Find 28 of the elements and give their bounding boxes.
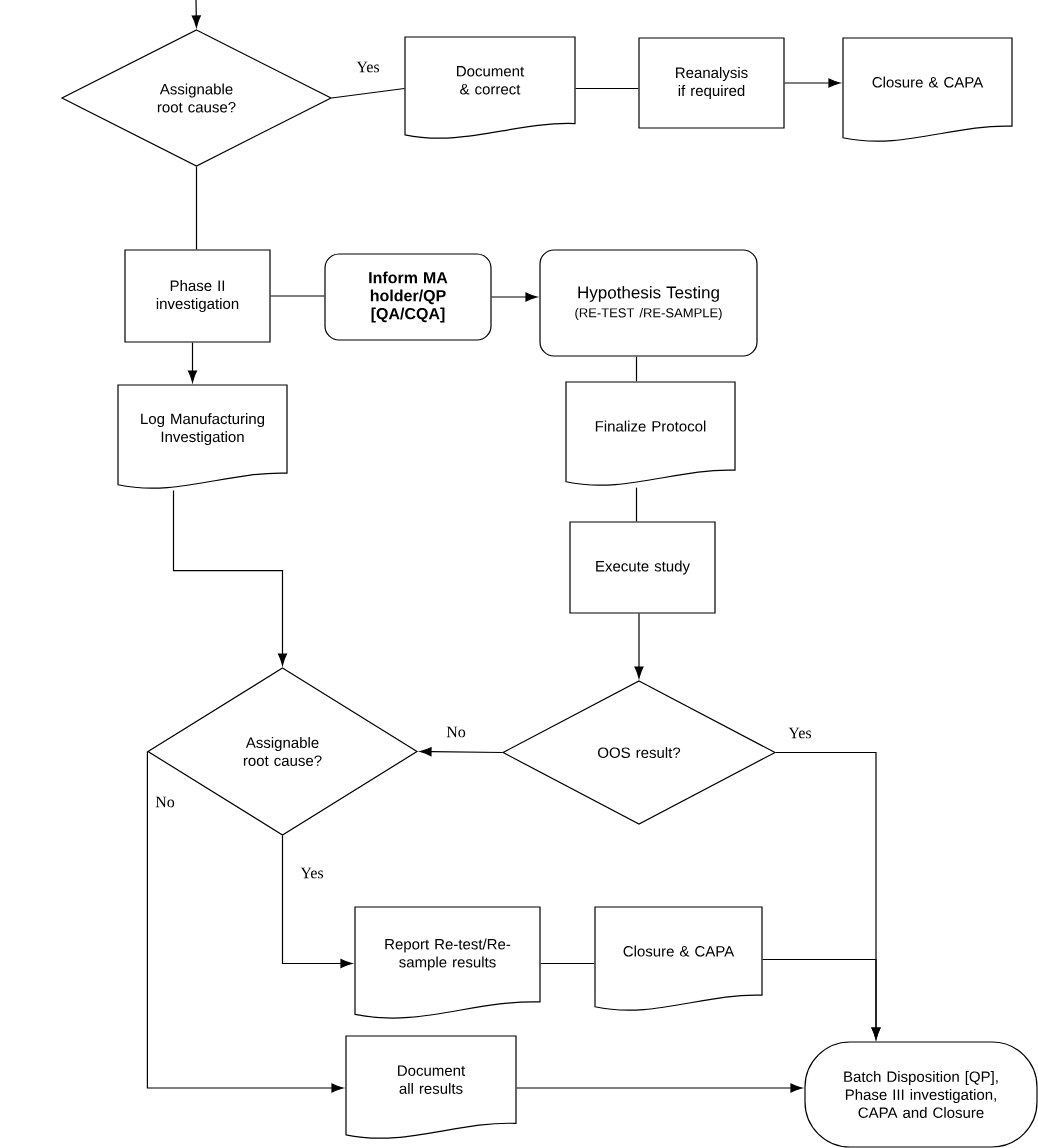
connector-line: [635, 487, 638, 522]
arrow: [187, 342, 198, 383]
process-box: Phase II investigation: [124, 249, 271, 343]
edge-label: No: [154, 795, 176, 809]
edge-label: Yes: [787, 726, 813, 740]
connector-line: [635, 356, 638, 382]
arrow: [634, 613, 644, 679]
connector-line: [575, 87, 639, 90]
arrow: [784, 78, 841, 88]
rounded-box: Hypothesis Testing (RE-TEST /RE-SAMPLE): [539, 249, 758, 357]
arrow: [191, 0, 201, 28]
connector-line: [195, 166, 198, 250]
process-box: Execute study: [569, 521, 716, 614]
connector-line: [270, 295, 325, 297]
connector-line: [540, 962, 595, 965]
edge-label: No: [445, 725, 467, 739]
arrow: [146, 750, 344, 1093]
rounded-box: Inform MA holder/QP [QA/CQA]: [324, 253, 492, 341]
arrow: [172, 490, 288, 666]
arrow: [491, 292, 538, 302]
process-box: Reanalysis if required: [638, 37, 785, 129]
arrow: [281, 835, 353, 969]
arrow: [775, 751, 881, 1040]
edge-label: Yes: [299, 866, 325, 880]
arrow: [419, 747, 503, 757]
edge-label: Yes: [355, 60, 381, 74]
arrow: [516, 1083, 803, 1093]
connector-line: [331, 87, 405, 99]
